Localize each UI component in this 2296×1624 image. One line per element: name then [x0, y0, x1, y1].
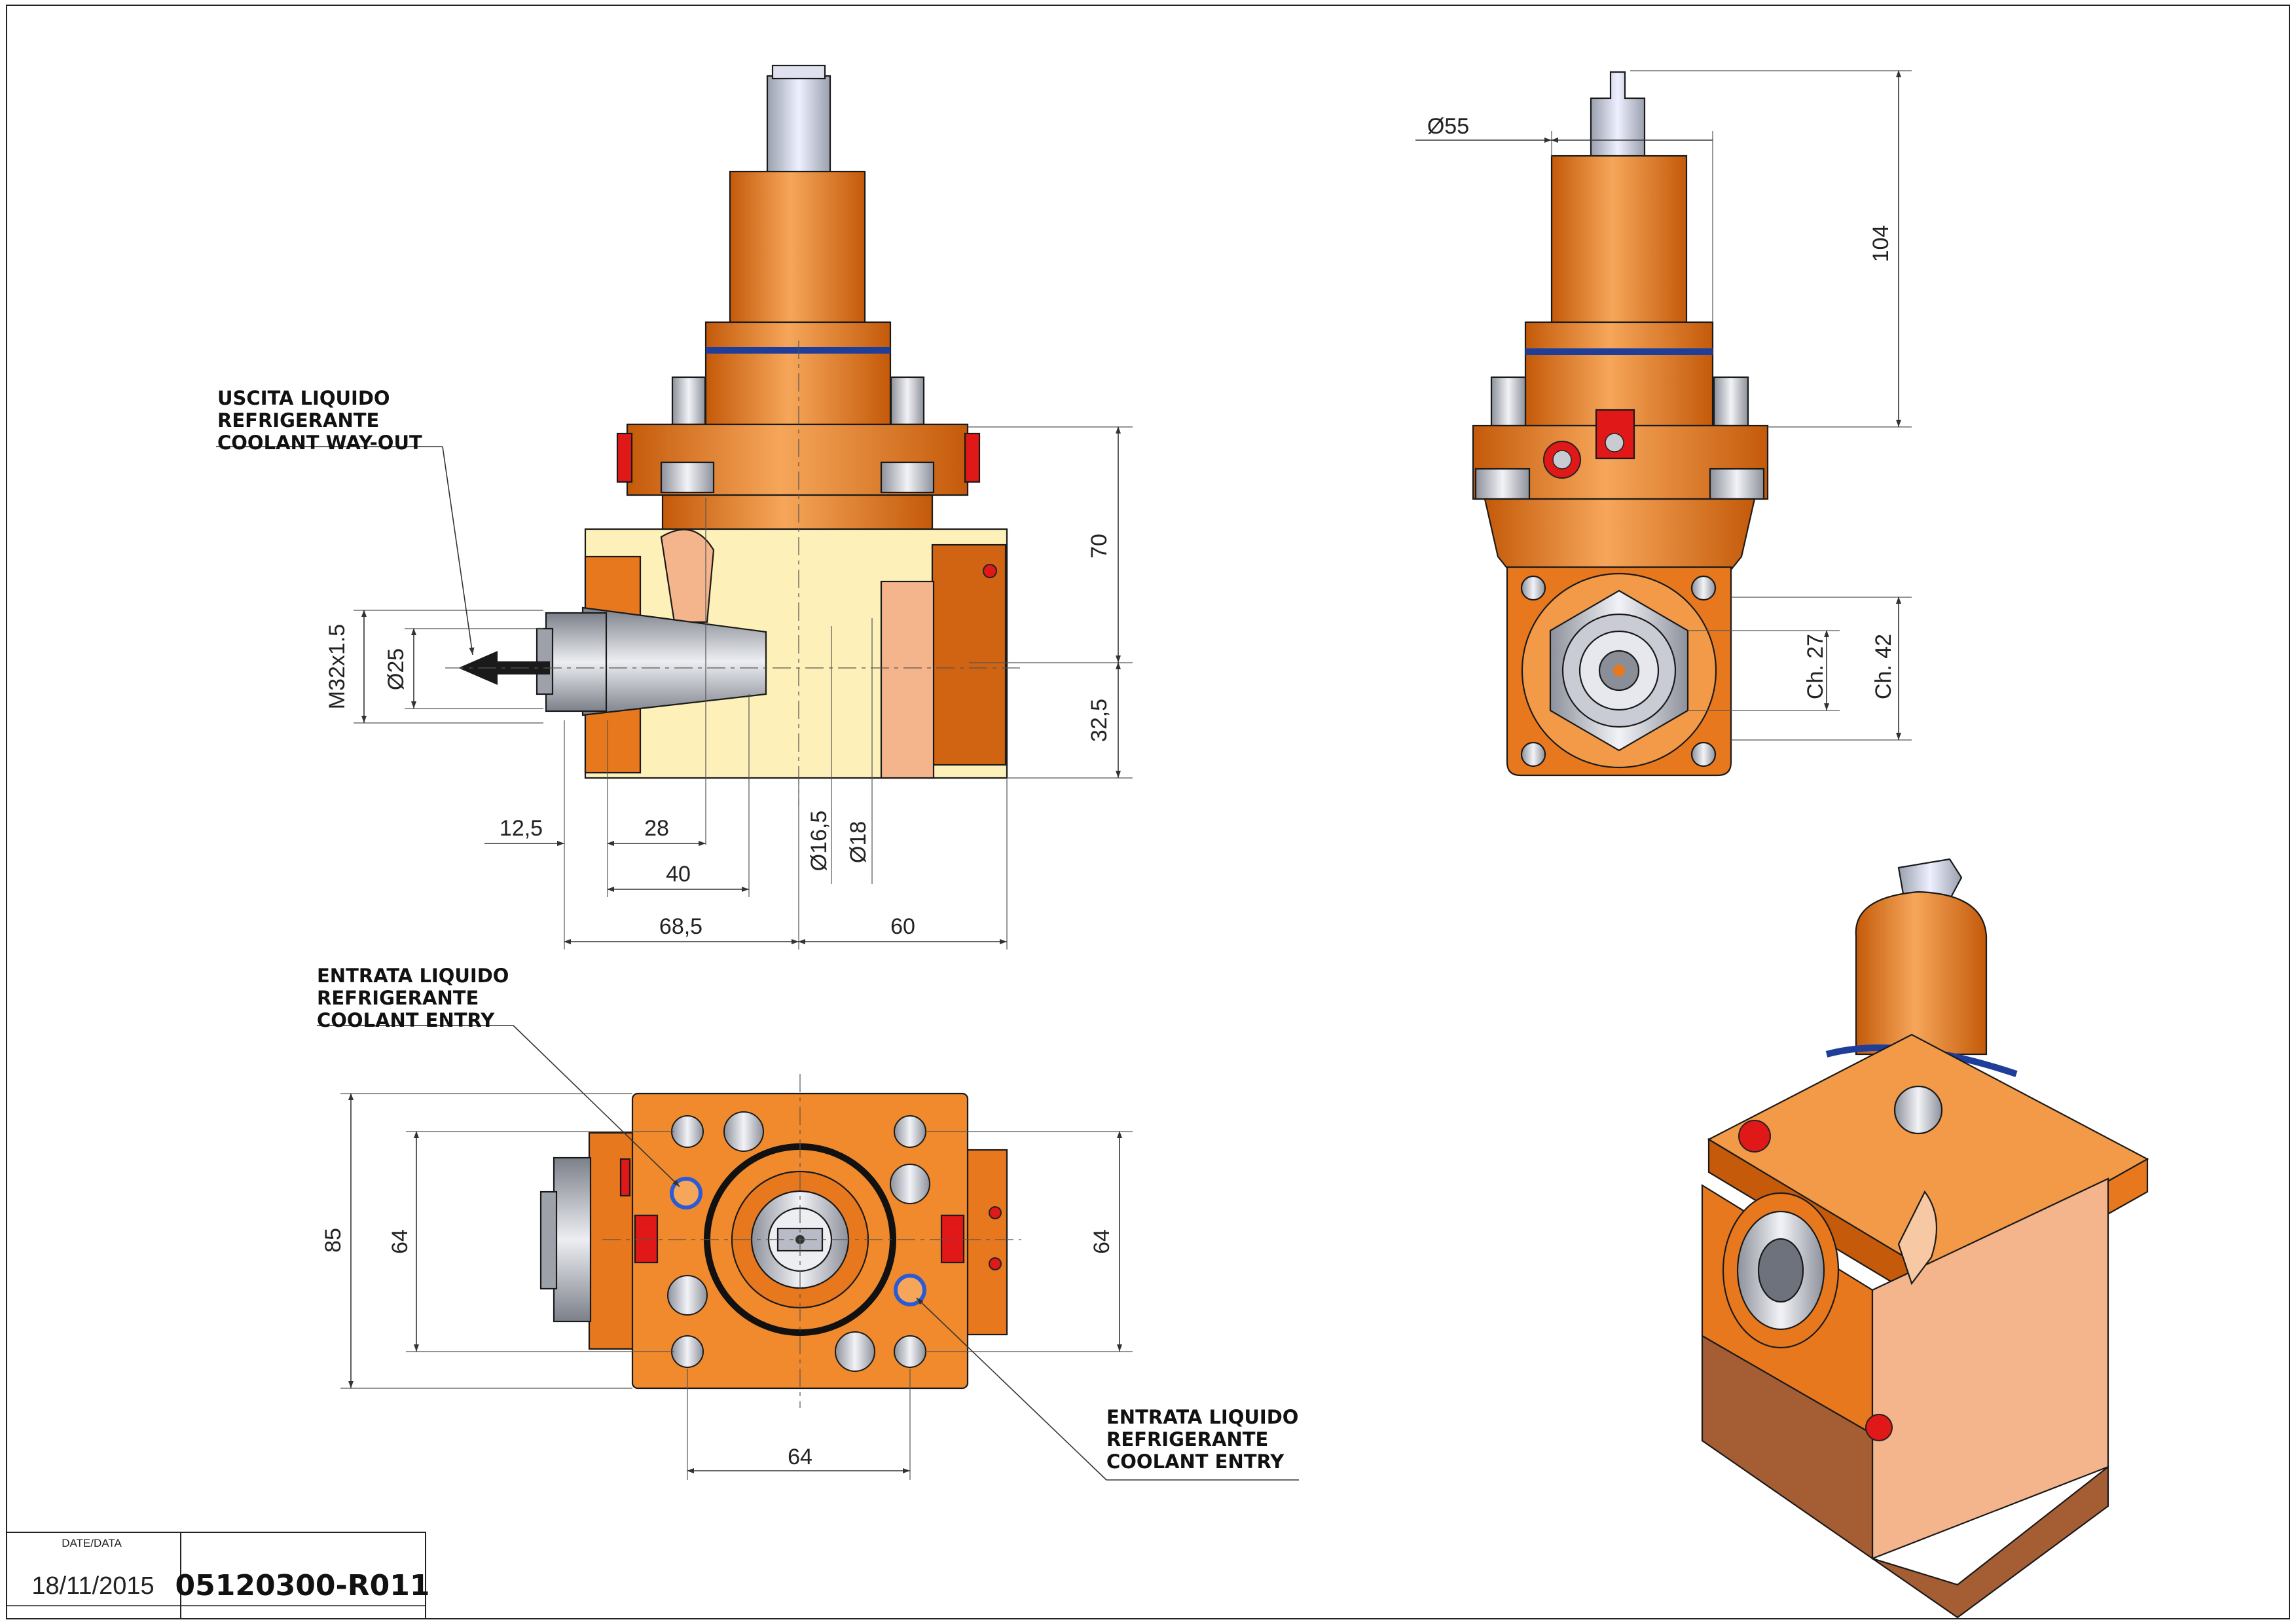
side-face-bolt-bl [1520, 741, 1546, 767]
bottom-bolts [667, 1111, 930, 1372]
coolant-entry-right-line1: ENTRATA LIQUIDO [1106, 1406, 1298, 1428]
dim-ch27: Ch. 27 [1803, 634, 1828, 699]
dim-68-5: 68,5 [659, 914, 702, 939]
dim-64-right: 64 [1089, 1229, 1114, 1254]
sheet-border [6, 5, 2290, 1619]
front-stud-right [890, 376, 925, 426]
coolant-out-line2: REFRIGERANTE [217, 409, 379, 432]
bottom-nut-left [553, 1156, 592, 1323]
iso-red-plug [1738, 1120, 1771, 1153]
front-body-panel [880, 580, 935, 779]
isometric-view [1701, 858, 2149, 1619]
iso-bolt [1893, 1085, 1943, 1135]
side-neck [1484, 498, 1756, 578]
iso-body-bottom [1701, 1335, 2109, 1619]
side-view [1472, 71, 1769, 777]
coolant-out-line3: COOLANT WAY-OUT [217, 432, 422, 454]
dim-104: 104 [1868, 225, 1893, 263]
front-spindle-collar [704, 321, 892, 427]
dim-dia-16-5: Ø16,5 [807, 811, 831, 872]
front-red-plug-right [964, 432, 981, 483]
side-flange-bolt-left [1474, 468, 1531, 500]
front-rear-plate [931, 544, 1007, 766]
iso-collet-bore [1757, 1238, 1804, 1303]
coolant-entry-port-right [894, 1274, 926, 1306]
title-date: 18/11/2015 [31, 1572, 154, 1600]
front-red-plug-left [616, 432, 633, 483]
iso-body-channel [1897, 1190, 1938, 1285]
title-date-label: DATE/DATA [62, 1537, 122, 1549]
dim-70: 70 [1087, 534, 1112, 559]
iso-spindle-housing [1855, 891, 1988, 1056]
front-flange-bolt-right [880, 461, 935, 494]
coolant-entry-note-left: ENTRATA LIQUIDO REFRIGERANTE COOLANT ENT… [317, 965, 509, 1031]
dimension-lines [216, 70, 1912, 1481]
dim-60: 60 [890, 914, 915, 939]
dim-32-5: 32,5 [1087, 699, 1112, 742]
side-spindle-housing [1550, 155, 1688, 325]
side-flange-bolt-right [1709, 468, 1765, 500]
coolant-entry-note-right: ENTRATA LIQUIDO REFRIGERANTE COOLANT ENT… [1106, 1406, 1298, 1473]
title-part-number: 05120300-R011 [175, 1569, 430, 1602]
side-face-bolt-tr [1690, 575, 1717, 601]
front-flange-bolt-left [660, 461, 715, 494]
iso-red-button [1865, 1414, 1893, 1441]
coolant-entry-left-line3: COOLANT ENTRY [317, 1009, 495, 1031]
dim-40: 40 [666, 862, 691, 887]
dim-ch42: Ch. 42 [1871, 634, 1896, 699]
front-oring [706, 347, 890, 354]
dim-thread: M32x1.5 [325, 624, 350, 709]
side-stud-right [1713, 376, 1749, 427]
front-neck [661, 494, 934, 530]
side-oring [1525, 348, 1713, 355]
dim-64-bottom: 64 [788, 1445, 812, 1469]
coolant-out-note: USCITA LIQUIDO REFRIGERANTE COOLANT WAY-… [217, 387, 422, 454]
title-block: DATE/DATA 18/11/2015 05120300-R011 [6, 1532, 430, 1619]
dim-dia-25: Ø25 [384, 648, 409, 690]
coolant-entry-right-line3: COOLANT ENTRY [1106, 1450, 1285, 1473]
bottom-red-edge-left [619, 1158, 631, 1197]
side-shaft-tip [1590, 71, 1646, 158]
front-collet-nut [545, 612, 608, 712]
side-face-bolt-tl [1520, 575, 1546, 601]
dim-28: 28 [644, 816, 669, 841]
coolant-entry-left-line1: ENTRATA LIQUIDO [317, 965, 509, 987]
bottom-nut-left-cap [539, 1190, 558, 1290]
dim-dia-55: Ø55 [1427, 114, 1469, 139]
front-coolant-channel [660, 528, 715, 623]
dim-64-left: 64 [388, 1229, 412, 1254]
front-shaft [766, 75, 831, 177]
bottom-red-pad-left [634, 1214, 659, 1264]
side-stud-left [1490, 376, 1527, 427]
coolant-out-line1: USCITA LIQUIDO [217, 387, 390, 409]
front-view [445, 64, 1021, 805]
coolant-entry-left-line2: REFRIGERANTE [317, 987, 479, 1009]
bottom-red-pad-right [940, 1214, 965, 1264]
dim-dia-18: Ø18 [846, 821, 871, 863]
front-rear-plug [983, 564, 997, 578]
bottom-side-block-right [965, 1149, 1008, 1336]
dimension-labels: M32x1.5 Ø25 70 32,5 12,5 28 40 68,5 60 Ø… [321, 114, 1896, 1469]
bottom-view [539, 1074, 1021, 1408]
side-face-bolt-br [1690, 741, 1717, 767]
front-shaft-tip [771, 64, 826, 80]
dim-85: 85 [321, 1228, 346, 1253]
dim-12-5: 12,5 [500, 816, 543, 841]
front-stud-left [671, 376, 706, 426]
coolant-entry-right-line2: REFRIGERANTE [1106, 1428, 1268, 1450]
front-spindle-housing [729, 170, 866, 325]
